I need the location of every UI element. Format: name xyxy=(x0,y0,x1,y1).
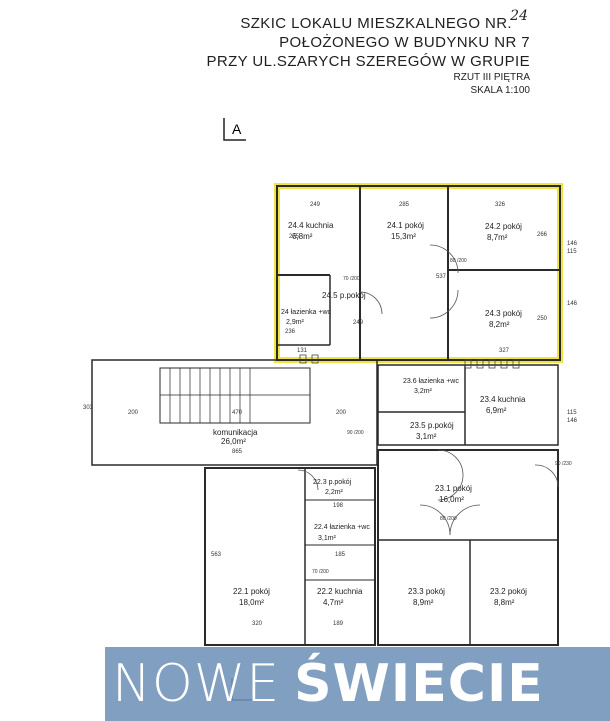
room-24-2-area: 8,7m² xyxy=(487,233,508,242)
dim-label: 537 xyxy=(436,274,447,280)
room-23-3-label: 23.3 pokój xyxy=(408,587,445,596)
section-marker-top: A xyxy=(223,118,246,141)
room-24-2-label: 24.2 pokój xyxy=(485,222,522,231)
title-line-3: PRZY UL.SZARYCH SZEREGÓW W GRUPIE xyxy=(206,53,530,70)
room-23-2-area: 8,8m² xyxy=(494,598,515,607)
dim-label: 115 xyxy=(567,410,577,416)
room-24-4-label: 24.4 kuchnia xyxy=(288,221,334,230)
dim-label: 563 xyxy=(211,552,222,558)
door-swings xyxy=(297,244,559,536)
dim-label: 320 xyxy=(252,621,263,627)
dim-label: 303 xyxy=(83,405,94,411)
room-22-3-label: 22.3 p.pokój xyxy=(313,479,352,486)
brand-word-1: NOWE xyxy=(112,654,281,714)
room-24-1-area: 15,3m² xyxy=(391,232,416,241)
dim-label: 249 xyxy=(310,202,321,208)
room-23-4-area: 6,9m² xyxy=(486,406,507,415)
dim-label: 327 xyxy=(499,348,510,354)
dim-label: 146 xyxy=(567,301,578,307)
dim-label: 865 xyxy=(232,449,243,455)
door-label: 80 /200 xyxy=(440,516,457,522)
dim-label: 189 xyxy=(333,621,344,627)
room-22-2-area: 4,7m² xyxy=(323,598,344,607)
dim-label: 146 xyxy=(567,418,578,424)
dim-label: 285 xyxy=(399,202,410,208)
level-label: RZUT III PIĘTRA xyxy=(453,72,531,83)
dim-label: 326 xyxy=(495,202,506,208)
apartment-highlight xyxy=(274,183,563,363)
brand-banner xyxy=(105,647,610,721)
room-24-3-area: 8,2m² xyxy=(489,320,510,329)
dim-label: 470 xyxy=(232,410,243,416)
door-labels: 80 /200 70 /200 90 /200 80 /200 70 /200 … xyxy=(312,258,572,575)
room-22-4-area: 3,1m² xyxy=(318,535,337,542)
dim-label: 198 xyxy=(333,503,344,509)
dim-label: 249 xyxy=(353,320,364,326)
scale-label: SKALA 1:100 xyxy=(470,85,531,96)
room-24-bath-label: 24 łazienka +wc xyxy=(281,309,332,316)
room-24-bath-area: 2,9m² xyxy=(286,319,305,326)
title-line-1: SZKIC LOKALU MIESZKALNEGO NR. xyxy=(240,15,512,32)
room-23-5-area: 3,1m² xyxy=(416,432,437,441)
corridor-label: komunikacja xyxy=(213,428,258,437)
dim-label: 200 xyxy=(336,410,347,416)
room-24-4-area: 6,8m² xyxy=(292,232,313,241)
room-23-2-label: 23.2 pokój xyxy=(490,587,527,596)
room-23-5-label: 23.5 p.pokój xyxy=(410,421,454,430)
dim-label: 200 xyxy=(128,410,139,416)
room-24-1-label: 24.1 pokój xyxy=(387,221,424,230)
door-label: 80 /200 xyxy=(450,258,467,264)
dim-label: 185 xyxy=(335,552,346,558)
room-labels: 24.4 kuchnia 6,8m² 24.1 pokój 15,3m² 24.… xyxy=(213,221,527,607)
room-24-3-label: 24.3 pokój xyxy=(485,309,522,318)
door-label: 70 /200 xyxy=(312,569,329,575)
corridor-area: 26,0m² xyxy=(221,437,246,446)
room-23-6-label: 23.6 łazienka +wc xyxy=(403,378,459,385)
door-label: 90 /230 xyxy=(555,461,572,467)
dim-label: 266 xyxy=(537,232,548,238)
room-22-1-area: 18,0m² xyxy=(239,598,264,607)
room-24-5-label: 24.5 p.pokój xyxy=(322,291,366,300)
dim-label: 146 xyxy=(567,241,578,247)
brand-word-2: ŚWIECIE xyxy=(294,654,544,714)
room-23-4-label: 23.4 kuchnia xyxy=(480,395,526,404)
title-line-2: POŁOŻONEGO W BUDYNKU NR 7 xyxy=(279,34,530,51)
room-23-1-label: 23.1 pokój xyxy=(435,484,472,493)
room-22-4-label: 22.4 łazienka +wc xyxy=(314,524,370,531)
dim-label: 275 xyxy=(289,234,300,240)
room-23-6-area: 3,2m² xyxy=(414,388,433,395)
dim-label: 115 xyxy=(567,249,577,255)
room-22-1-label: 22.1 pokój xyxy=(233,587,270,596)
window-marks xyxy=(299,354,520,369)
room-22-3-area: 2,2m² xyxy=(325,489,344,496)
door-label: 90 /200 xyxy=(347,430,364,436)
handwritten-apartment-number: 24 xyxy=(510,8,528,24)
door-label: 70 /200 xyxy=(343,276,360,282)
walls xyxy=(91,185,561,646)
dimension-labels: 249 285 326 275 537 266 250 131 236 249 … xyxy=(83,202,578,627)
room-22-2-label: 22.2 kuchnia xyxy=(317,587,363,596)
dim-label: 131 xyxy=(297,348,308,354)
title-block: SZKIC LOKALU MIESZKALNEGO NR. 24 POŁOŻON… xyxy=(180,8,531,97)
dim-label: 236 xyxy=(285,329,296,335)
dim-label: 250 xyxy=(537,316,548,322)
section-marker-label: A xyxy=(232,121,242,137)
room-23-1-area: 16,0m² xyxy=(439,495,464,504)
room-23-3-area: 8,9m² xyxy=(413,598,434,607)
